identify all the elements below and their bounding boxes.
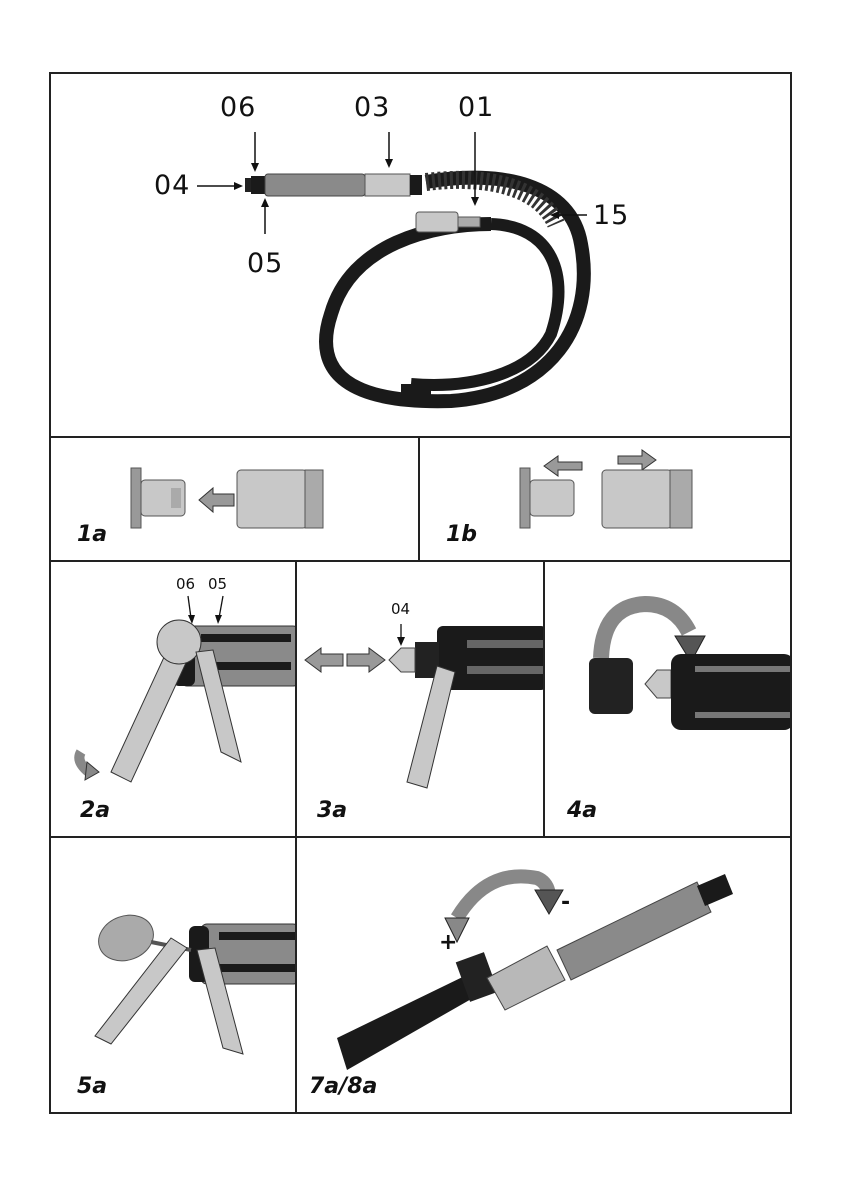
panel-label: 1b [446, 522, 477, 547]
air-grinder-overview-illustration [51, 74, 792, 438]
callout-03: 03 [354, 92, 390, 123]
panel-label: 7a/8a [309, 1074, 377, 1099]
collet-removal-illustration [297, 562, 545, 838]
speed-increase-symbol: + [439, 930, 457, 955]
overview-panel: 06 03 01 04 05 15 [49, 72, 792, 438]
panel-3a: 04 3a [295, 560, 545, 838]
callout-06: 06 [176, 575, 195, 593]
two-wrenches-illustration [51, 562, 297, 838]
panel-label: 4a [567, 798, 597, 823]
panel-label: 3a [317, 798, 347, 823]
panel-4a: 4a [543, 560, 792, 838]
panel-label: 2a [80, 798, 110, 823]
callout-05: 05 [247, 248, 283, 279]
callout-15: 15 [593, 200, 629, 231]
panel-2a: 06 05 2a [49, 560, 297, 838]
panel-5a: 5a [49, 836, 297, 1114]
callout-04: 04 [391, 600, 410, 618]
panel-1a: 1a [49, 436, 420, 562]
callout-01: 01 [458, 92, 494, 123]
grinding-stone-fitting-illustration [51, 838, 297, 1114]
speed-adjustment-illustration [297, 838, 792, 1114]
cap-removal-illustration [545, 562, 792, 838]
panel-label: 1a [77, 522, 107, 547]
panel-1b: 1b [418, 436, 792, 562]
callout-04: 04 [154, 170, 190, 201]
callout-06: 06 [220, 92, 256, 123]
panel-7a-8a: - + 7a/8a [295, 836, 792, 1114]
panel-label: 5a [77, 1074, 107, 1099]
speed-decrease-symbol: - [561, 890, 570, 915]
callout-05: 05 [208, 575, 227, 593]
